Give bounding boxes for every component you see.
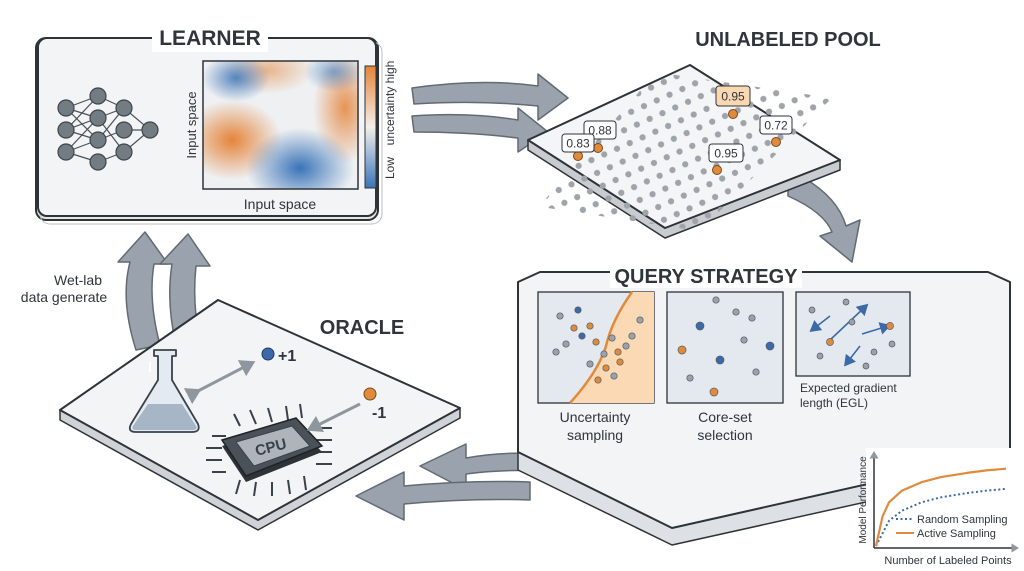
- pool-point-score-4: 0.72: [759, 115, 793, 147]
- colorbar-mid-label: uncertainty: [383, 87, 397, 146]
- egl-label-1: Expected gradient: [800, 381, 897, 395]
- heatmap-colorbar: [364, 65, 377, 189]
- core-set-label-1: Core-set: [698, 409, 752, 425]
- pool-score-label-3: 0.95: [721, 90, 745, 104]
- learner-panel: LEARNER: [35, 22, 397, 225]
- oracle-platform: ORACLE CPU +1 -1: [59, 299, 461, 531]
- uncertainty-sampling-panel: Uncertainty sampling: [537, 291, 655, 443]
- positive-label-text: +1: [278, 348, 296, 365]
- negative-label-text: -1: [372, 405, 386, 422]
- chart-series-active-sampling: [874, 467, 1007, 547]
- colorbar-high-label: high: [383, 61, 397, 84]
- wetlab-label-1: Wet-lab: [54, 272, 102, 288]
- query-strategy-title: QUERY STRATEGY: [615, 266, 799, 288]
- chart-y-axis-label: Model Performance: [858, 456, 869, 544]
- pool-title: UNLABELED POOL: [695, 29, 881, 51]
- uncertainty-sampling-label-1: Uncertainty: [560, 409, 631, 425]
- neural-network-icon: [57, 87, 159, 171]
- chart-x-axis-label: Number of Labeled Points: [884, 555, 1012, 567]
- legend-active-label: Active Sampling: [917, 528, 996, 540]
- egl-panel: Expected gradient length (EGL): [795, 291, 911, 410]
- core-set-label-2: selection: [697, 427, 752, 443]
- pool-point-score-5: 0.95: [708, 143, 744, 175]
- arrow-learner-to-pool-upper: [411, 73, 569, 121]
- oracle-title: ORACLE: [320, 317, 404, 339]
- chart-plot-area: [874, 467, 1007, 547]
- pool-score-tags: 0.88 0.83 0.95 0.72 0.95: [561, 85, 793, 175]
- learner-title: LEARNER: [159, 27, 261, 50]
- pool-point-score-3: 0.95: [715, 85, 751, 119]
- flow-arrows: [117, 73, 861, 521]
- core-set-selection-panel: Core-set selection: [666, 291, 784, 443]
- arrow-oracle-to-learner-left: [117, 231, 169, 351]
- legend-random-label: Random Sampling: [917, 514, 1008, 526]
- heatmap-x-axis-label: Input space: [244, 196, 317, 212]
- pool-score-label-5: 0.95: [714, 147, 738, 161]
- colorbar-low-label: Low: [383, 157, 397, 179]
- negative-label-dot: [363, 387, 377, 401]
- heatmap-y-axis-label: Input space: [184, 91, 199, 158]
- wetlab-label-2: data generate: [21, 289, 108, 305]
- performance-chart: Number of Labeled Points Model Performan…: [858, 448, 1022, 567]
- pool-score-label-1: 0.88: [588, 124, 612, 138]
- pool-score-label-4: 0.72: [764, 119, 788, 133]
- pool-point-score-1: 0.88: [583, 120, 617, 153]
- arrow-pool-to-query: [787, 177, 861, 263]
- oracle-label-arrows: +1 -1: [183, 347, 386, 433]
- uncertainty-heatmap: [202, 60, 359, 190]
- pool-point-score-2: 0.83: [561, 133, 595, 161]
- egl-label-2: length (EGL): [800, 396, 868, 410]
- uncertainty-sampling-label-2: sampling: [567, 427, 623, 443]
- pool-score-label-2: 0.83: [566, 137, 590, 151]
- unlabeled-pool: UNLABELED POOL 0.88 0.83 0.95: [508, 11, 881, 287]
- arrow-query-to-oracle-lower: [355, 471, 531, 521]
- positive-label-dot: [261, 347, 275, 361]
- flask-icon: [128, 349, 200, 433]
